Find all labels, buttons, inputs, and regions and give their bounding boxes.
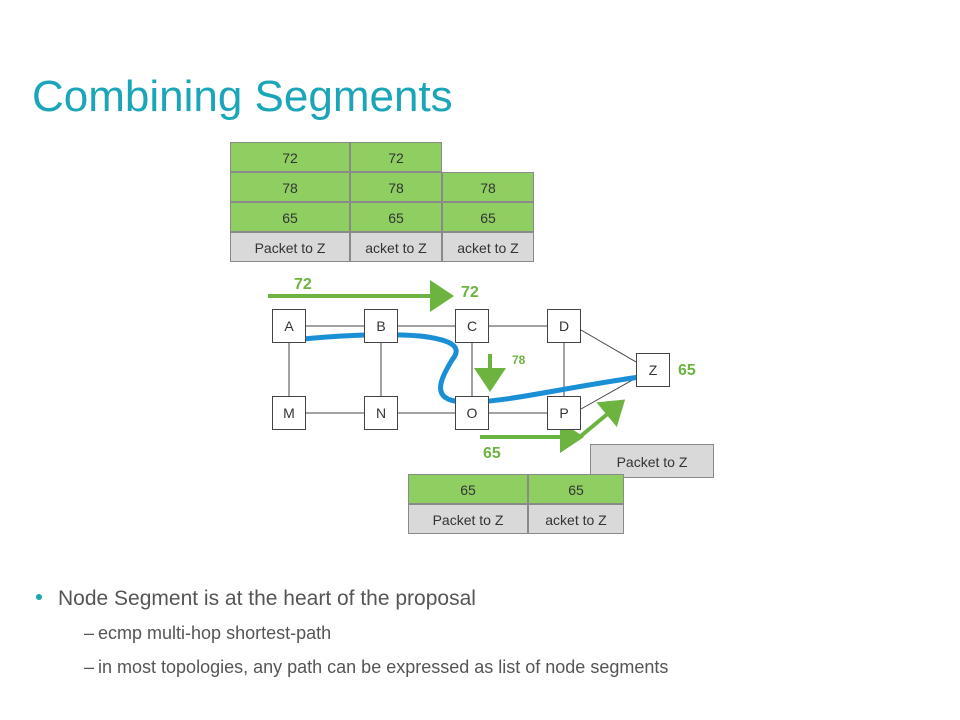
node-c: C [455, 309, 489, 343]
bullet-main-text: Node Segment is at the heart of the prop… [58, 587, 476, 610]
label-65-bottom: 65 [483, 445, 501, 462]
label-78-co: 78 [512, 353, 526, 367]
packet-cell: Packet to Z [408, 504, 528, 534]
sub-bullet-text: in most topologies, any path can be expr… [98, 657, 669, 677]
packet-cell: acket to Z [350, 232, 442, 262]
bullet-dot-icon [36, 594, 42, 600]
link-p-z [580, 377, 637, 410]
node-d: D [547, 309, 581, 343]
label-cell: 78 [230, 172, 350, 202]
node-m: M [272, 396, 306, 430]
page-title: Combining Segments [32, 72, 453, 121]
label-72-ab: 72 [294, 276, 312, 293]
packet-cell: acket to Z [442, 232, 534, 262]
node-n: N [364, 396, 398, 430]
node-o: O [455, 396, 489, 430]
label-cell: 65 [230, 202, 350, 232]
label-cell: 65 [408, 474, 528, 504]
label-cell: 78 [442, 172, 534, 202]
label-cell: 72 [230, 142, 350, 172]
packet-cell: Packet to Z [230, 232, 350, 262]
arrow-p-to-z [574, 399, 626, 442]
dash-icon: – [84, 623, 95, 643]
forwarding-path [291, 332, 643, 405]
label-65-z: 65 [678, 362, 696, 379]
node-b: B [364, 309, 398, 343]
label-cell: 78 [350, 172, 442, 202]
dash-icon: – [84, 657, 95, 677]
node-p: P [547, 396, 581, 430]
label-cell: 72 [350, 142, 442, 172]
label-cell: 65 [442, 202, 534, 232]
node-a: A [272, 309, 306, 343]
sub-bullet: –in most topologies, any path can be exp… [36, 652, 936, 682]
bullet-main: Node Segment is at the heart of the prop… [36, 584, 936, 614]
label-cell: 65 [528, 474, 624, 504]
sub-bullet: –ecmp multi-hop shortest-path [36, 618, 936, 648]
label-cell: 65 [350, 202, 442, 232]
packet-at-z: Packet to Z [590, 444, 714, 478]
packet-cell: acket to Z [528, 504, 624, 534]
sub-bullet-text: ecmp multi-hop shortest-path [98, 623, 332, 643]
topology-links [288, 325, 637, 414]
label-72-c: 72 [461, 284, 479, 301]
bullet-list: Node Segment is at the heart of the prop… [36, 584, 936, 682]
link-d-z [580, 329, 637, 363]
node-z: Z [636, 353, 670, 387]
